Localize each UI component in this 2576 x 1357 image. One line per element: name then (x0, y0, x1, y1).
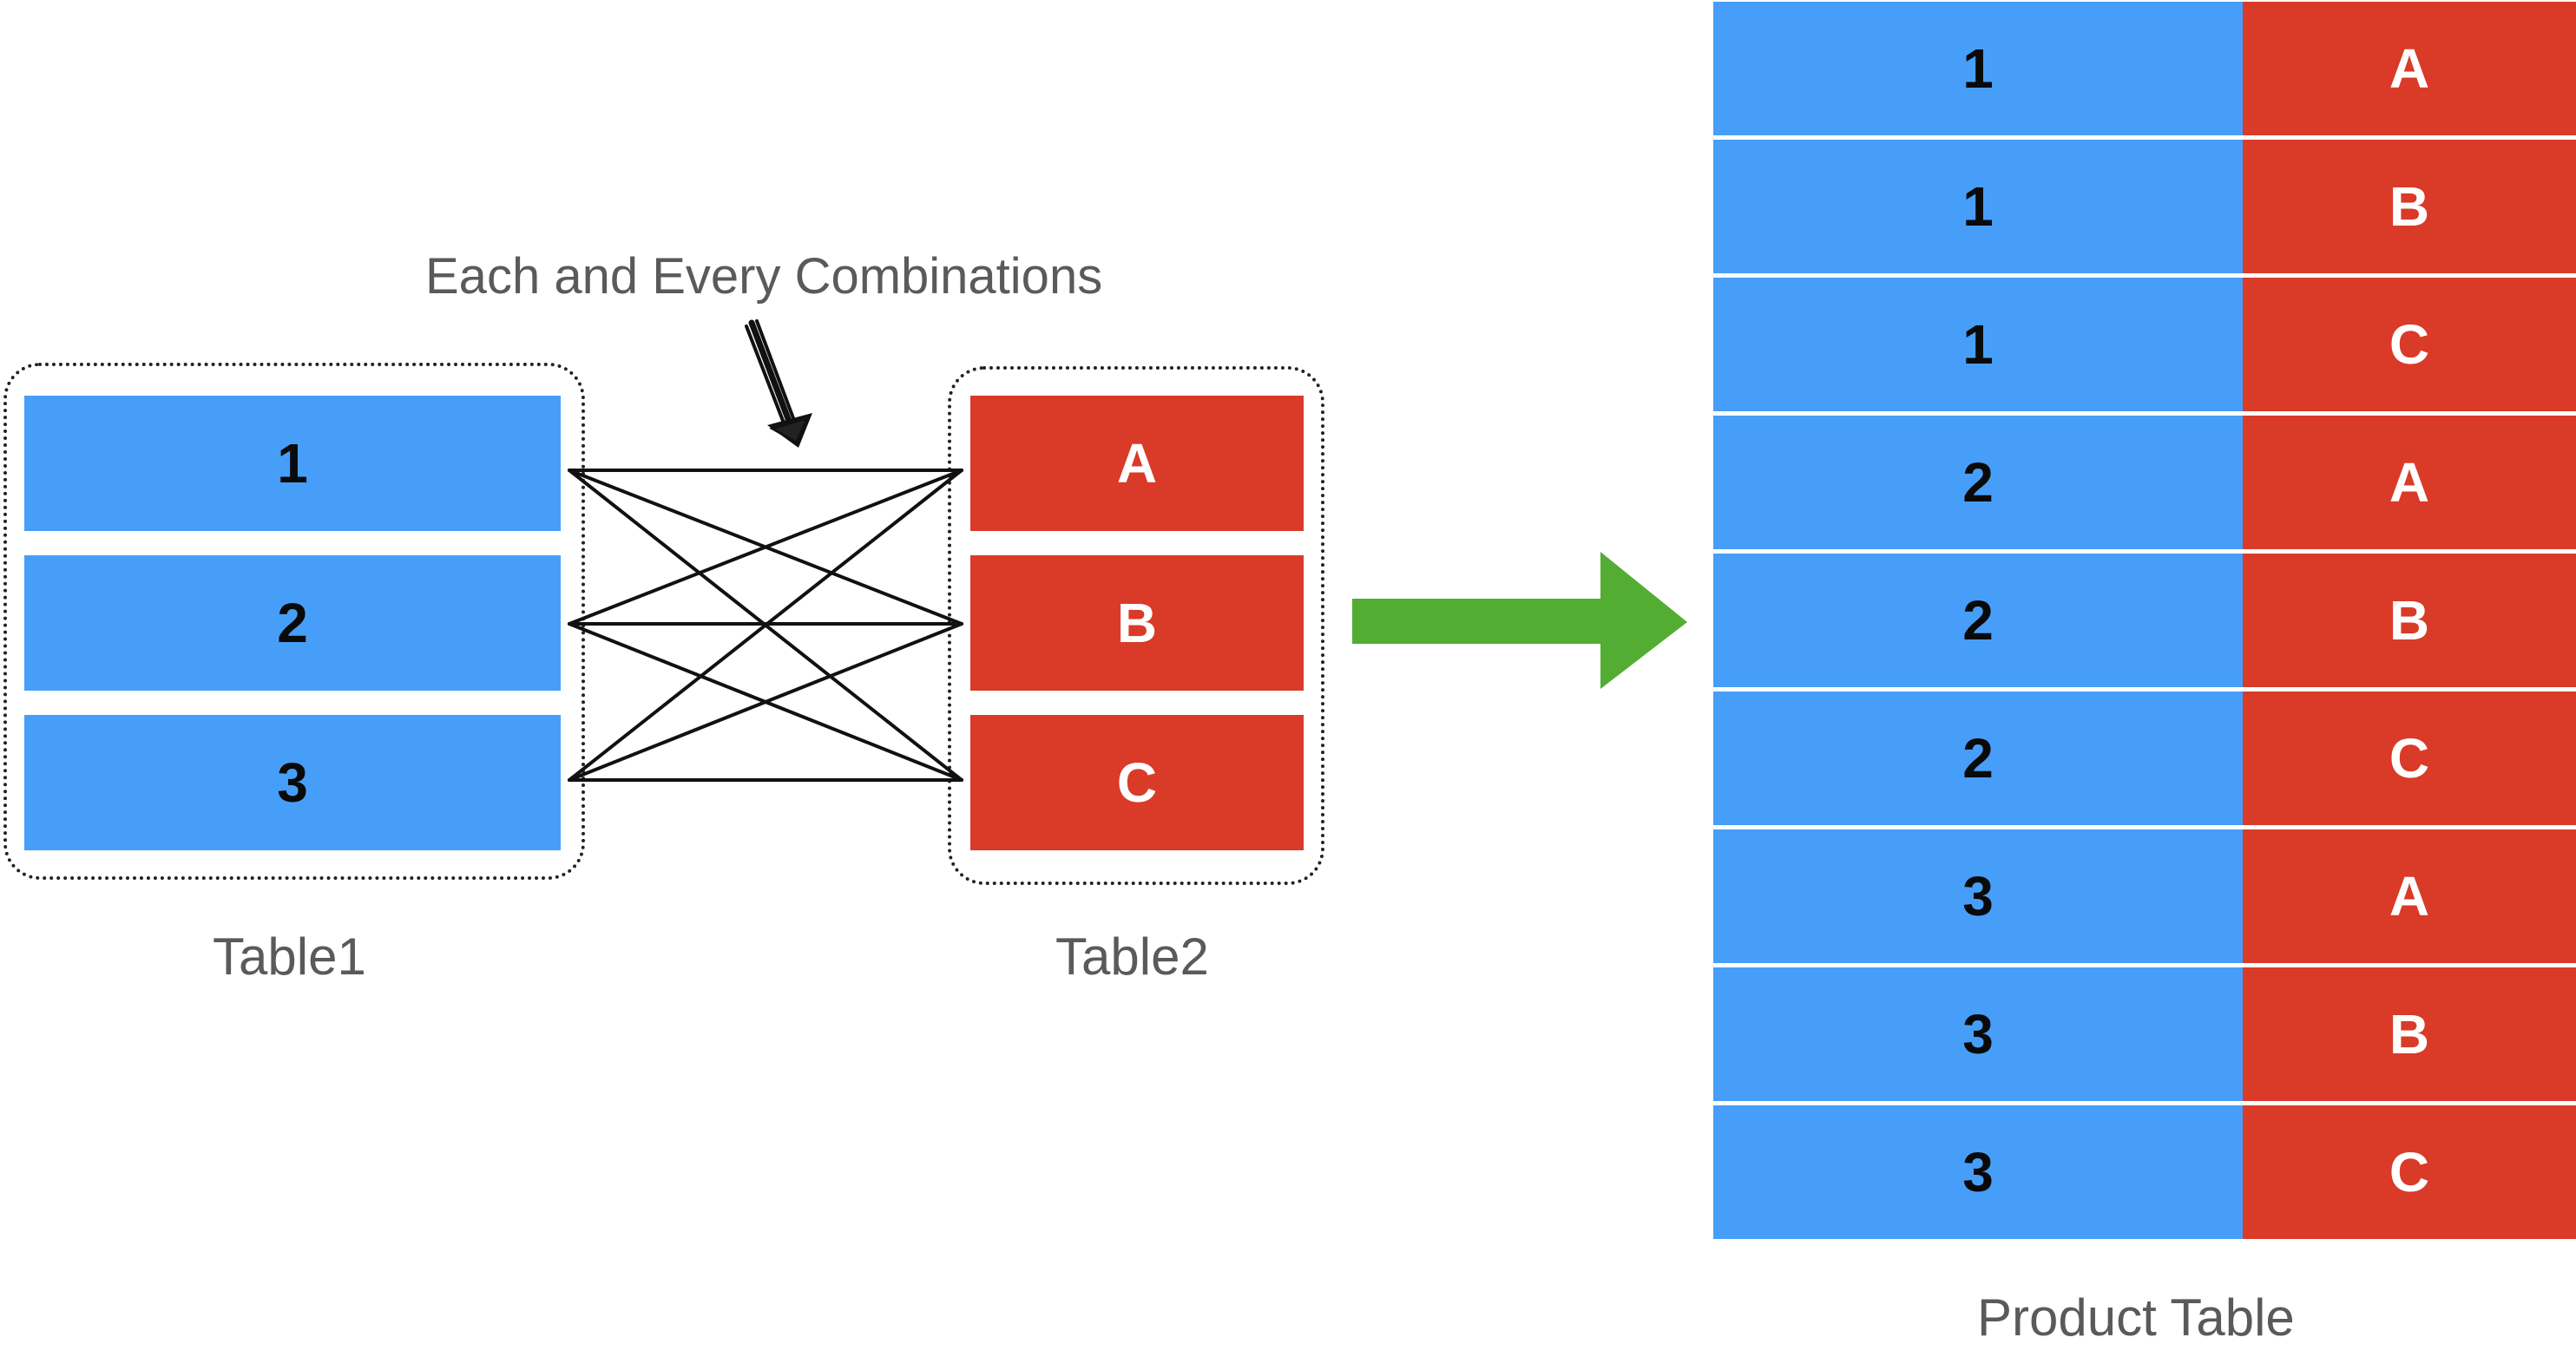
connection-line (568, 469, 963, 782)
table2-row-b: B (970, 555, 1304, 691)
product-row-6-right: C (2243, 692, 2576, 825)
product-row-8-right: B (2243, 967, 2576, 1101)
product-row-1-right: A (2243, 2, 2576, 135)
product-row-4-left: 2 (1713, 416, 2243, 549)
product-row-3-right: C (2243, 278, 2576, 411)
table2-caption: Table2 (1055, 928, 1209, 986)
table1-row-2: 2 (24, 555, 561, 691)
product-row-9-right: C (2243, 1105, 2576, 1239)
product-row-3-left: 1 (1713, 278, 2243, 411)
product-row-9-left: 3 (1713, 1105, 2243, 1239)
combinations-annotation: Each and Every Combinations (425, 248, 1103, 305)
product-row-7-right: A (2243, 829, 2576, 963)
table1-row-1: 1 (24, 396, 561, 531)
connection-line (568, 469, 963, 626)
product-table-caption: Product Table (1977, 1288, 2295, 1347)
connection-line (568, 622, 963, 782)
product-row-2-left: 1 (1713, 140, 2243, 273)
product-row-8-left: 3 (1713, 967, 2243, 1101)
product-row-2-right: B (2243, 140, 2576, 273)
product-row-5-left: 2 (1713, 554, 2243, 687)
product-row-4-right: A (2243, 416, 2576, 549)
table1-row-3: 3 (24, 715, 561, 850)
table1-group (3, 363, 585, 880)
table2-row-a: A (970, 396, 1304, 531)
table2-row-c: C (970, 715, 1304, 850)
product-row-6-left: 2 (1713, 692, 2243, 825)
product-row-5-right: B (2243, 554, 2576, 687)
product-row-7-left: 3 (1713, 829, 2243, 963)
table1-caption: Table1 (213, 928, 366, 986)
product-row-1-left: 1 (1713, 2, 2243, 135)
